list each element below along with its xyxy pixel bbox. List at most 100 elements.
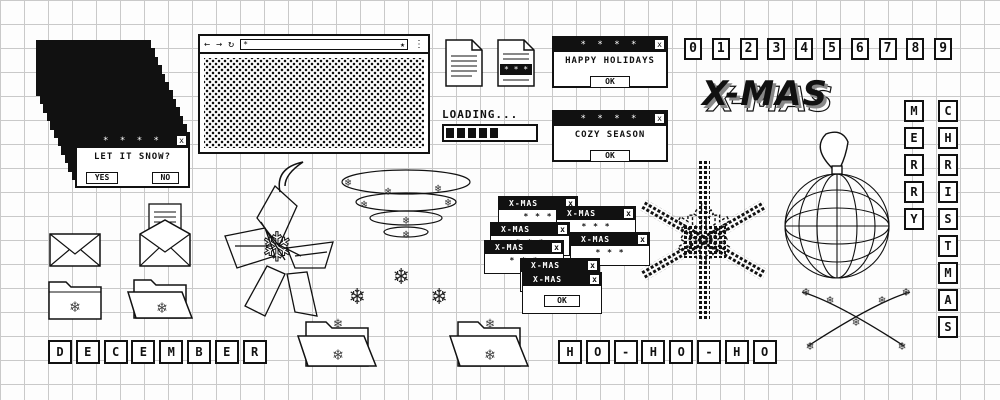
close-icon[interactable]: x <box>655 114 664 123</box>
letter-tile: H <box>641 340 666 364</box>
branch-flake: ❄ <box>902 285 909 299</box>
close-icon[interactable]: x <box>638 235 647 244</box>
close-icon[interactable]: x <box>558 225 567 234</box>
no-button[interactable]: NO <box>151 172 180 184</box>
document-icon[interactable] <box>444 38 484 88</box>
window-title: X-MAS <box>509 199 539 208</box>
window-title-bar: X-MAS x <box>523 273 601 286</box>
pixel-snowflake: ❄ <box>640 160 768 320</box>
refresh-icon[interactable]: ↻ <box>228 38 235 50</box>
address-text: * <box>243 39 248 49</box>
garland-flake: ❄ <box>445 196 452 209</box>
window-title-bar: X-MAS x <box>491 223 569 236</box>
close-icon[interactable]: x <box>655 40 664 49</box>
xmas-title-front: X-MAS <box>702 74 828 114</box>
letter-tile: - <box>613 340 638 364</box>
window-title-bar: * * * * x <box>554 112 666 126</box>
letter-tile: M <box>159 340 184 364</box>
letter-tile: B <box>187 340 211 364</box>
snowflake-icon: ❄ <box>394 262 409 290</box>
snowflake-icon: ❄ <box>432 282 447 310</box>
close-icon[interactable]: x <box>177 136 186 145</box>
close-icon[interactable]: x <box>590 275 599 284</box>
let-it-snow-window[interactable]: * * * * x LET IT SNOW? YES NO <box>75 132 190 188</box>
ok-button[interactable]: OK <box>590 76 630 88</box>
garland-flake: ❄ <box>403 228 410 241</box>
letter-tile: H <box>938 127 958 149</box>
snowflake-icon: ❄ <box>333 345 343 364</box>
open-folder-icon[interactable]: ❄ ❄ <box>448 316 532 370</box>
menu-icon[interactable]: ⋮ <box>414 38 424 50</box>
window-message: COZY SEASON <box>574 130 646 140</box>
letter-tile: E <box>75 340 100 364</box>
letter-tile: M <box>904 100 924 122</box>
document-icon-labeled[interactable]: * * * <box>496 38 536 88</box>
ok-button[interactable]: OK <box>590 150 630 162</box>
letter-tile: H <box>724 340 749 364</box>
wireframe-ornament-ball <box>784 131 890 279</box>
digit-tile: 2 <box>739 38 758 60</box>
back-icon[interactable]: ← <box>204 38 211 50</box>
close-icon[interactable]: x <box>624 209 633 218</box>
crossed-snowflake-branches: ❄ ❄ ❄ ❄ ❄ ❄ ❄ <box>801 285 911 353</box>
yes-button[interactable]: YES <box>85 172 119 184</box>
open-envelope-icon[interactable] <box>138 200 194 270</box>
window-title: X-MAS <box>533 275 563 284</box>
window-title: X-MAS <box>581 235 611 244</box>
window-title: X-MAS <box>501 225 531 234</box>
branch-flake: ❄ <box>898 339 905 353</box>
letter-tile: O <box>585 340 610 364</box>
window-stars: * * * <box>523 212 553 221</box>
close-icon[interactable]: x <box>552 243 561 252</box>
xmas-title: X-MAS X-MAS X-MAS <box>702 74 882 124</box>
letter-tile: R <box>904 181 924 203</box>
xmas-window[interactable]: X-MAS x * * * <box>570 232 650 266</box>
letter-tile: M <box>938 262 958 284</box>
snowflake-glyph: ❄ <box>264 221 291 272</box>
snowflake-icon: ❄ <box>70 297 80 316</box>
window-title-bar: * * * * x <box>554 38 666 52</box>
document-label: * * * <box>500 64 532 75</box>
letter-tile: T <box>938 235 958 257</box>
bookmark-icon[interactable]: ★ <box>400 39 405 49</box>
digit-tile: 6 <box>850 38 869 60</box>
garland-flake: ❄ <box>403 214 410 227</box>
letter-tile: E <box>214 340 239 364</box>
letter-tile: I <box>938 181 958 203</box>
branch-flake: ❄ <box>802 285 809 299</box>
window-stars: * * * <box>595 248 625 257</box>
xmas-title-shadow: X-MAS <box>707 79 834 120</box>
close-icon[interactable]: x <box>588 261 597 270</box>
digit-tile: 4 <box>795 38 814 60</box>
happy-holidays-window[interactable]: * * * * x HAPPY HOLIDAYS OK <box>552 36 668 88</box>
envelope-icon[interactable] <box>48 230 104 270</box>
letter-tile: C <box>938 100 958 122</box>
cozy-season-window[interactable]: * * * * x COZY SEASON OK <box>552 110 668 162</box>
open-folder-icon[interactable]: ❄ <box>126 274 196 322</box>
window-title: X-MAS <box>531 261 561 270</box>
letter-tile: S <box>938 316 958 338</box>
address-bar[interactable]: * ★ <box>240 38 408 50</box>
close-icon[interactable]: x <box>566 199 575 208</box>
garland-flake: ❄ <box>361 198 368 211</box>
ok-button[interactable]: OK <box>544 295 580 307</box>
open-folder-icon[interactable]: ❄ ❄ <box>296 316 380 370</box>
title-stars: * * * * <box>580 40 640 50</box>
browser-window[interactable]: ← → ↻ * ★ ⋮ <box>198 34 430 154</box>
branch-flake: ❄ <box>852 315 859 329</box>
letter-tile: S <box>938 208 958 230</box>
letter-tile: R <box>242 340 267 364</box>
title-stars: * * * * <box>103 136 162 146</box>
title-stars: * * * * <box>580 114 640 124</box>
digit-tile: 8 <box>906 38 925 60</box>
letter-tile: Y <box>904 208 924 230</box>
letter-tile: R <box>938 154 958 176</box>
forward-icon[interactable]: → <box>216 38 223 50</box>
folder-icon[interactable]: ❄ <box>46 276 106 322</box>
loading-label: LOADING... <box>442 108 519 121</box>
